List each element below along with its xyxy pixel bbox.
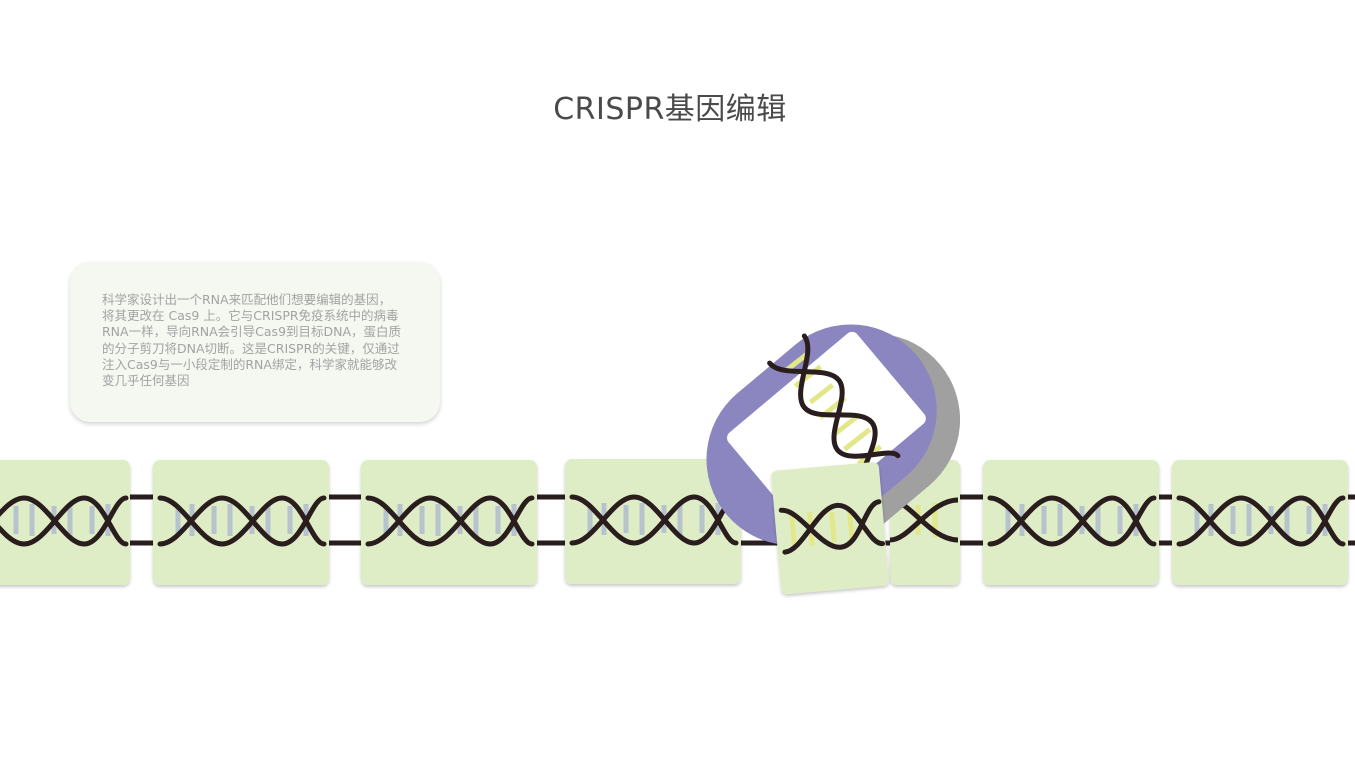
guide-rna-helix-icon (767, 333, 901, 486)
dna-tile (153, 460, 329, 585)
description-box: 科学家设计出一个RNA来匹配他们想要编辑的基因， 将其更改在 Cas9 上。它与… (70, 262, 440, 422)
dna-tile (1172, 460, 1348, 585)
page-title: CRISPR基因编辑 (553, 92, 787, 127)
dna-tile (983, 460, 1159, 585)
dna-tile (0, 460, 130, 585)
dna-tile-cut-left (771, 462, 889, 595)
description-text: 科学家设计出一个RNA来匹配他们想要编辑的基因， 将其更改在 Cas9 上。它与… (102, 292, 402, 389)
dna-tile (565, 459, 741, 584)
dna-tile (361, 460, 537, 585)
